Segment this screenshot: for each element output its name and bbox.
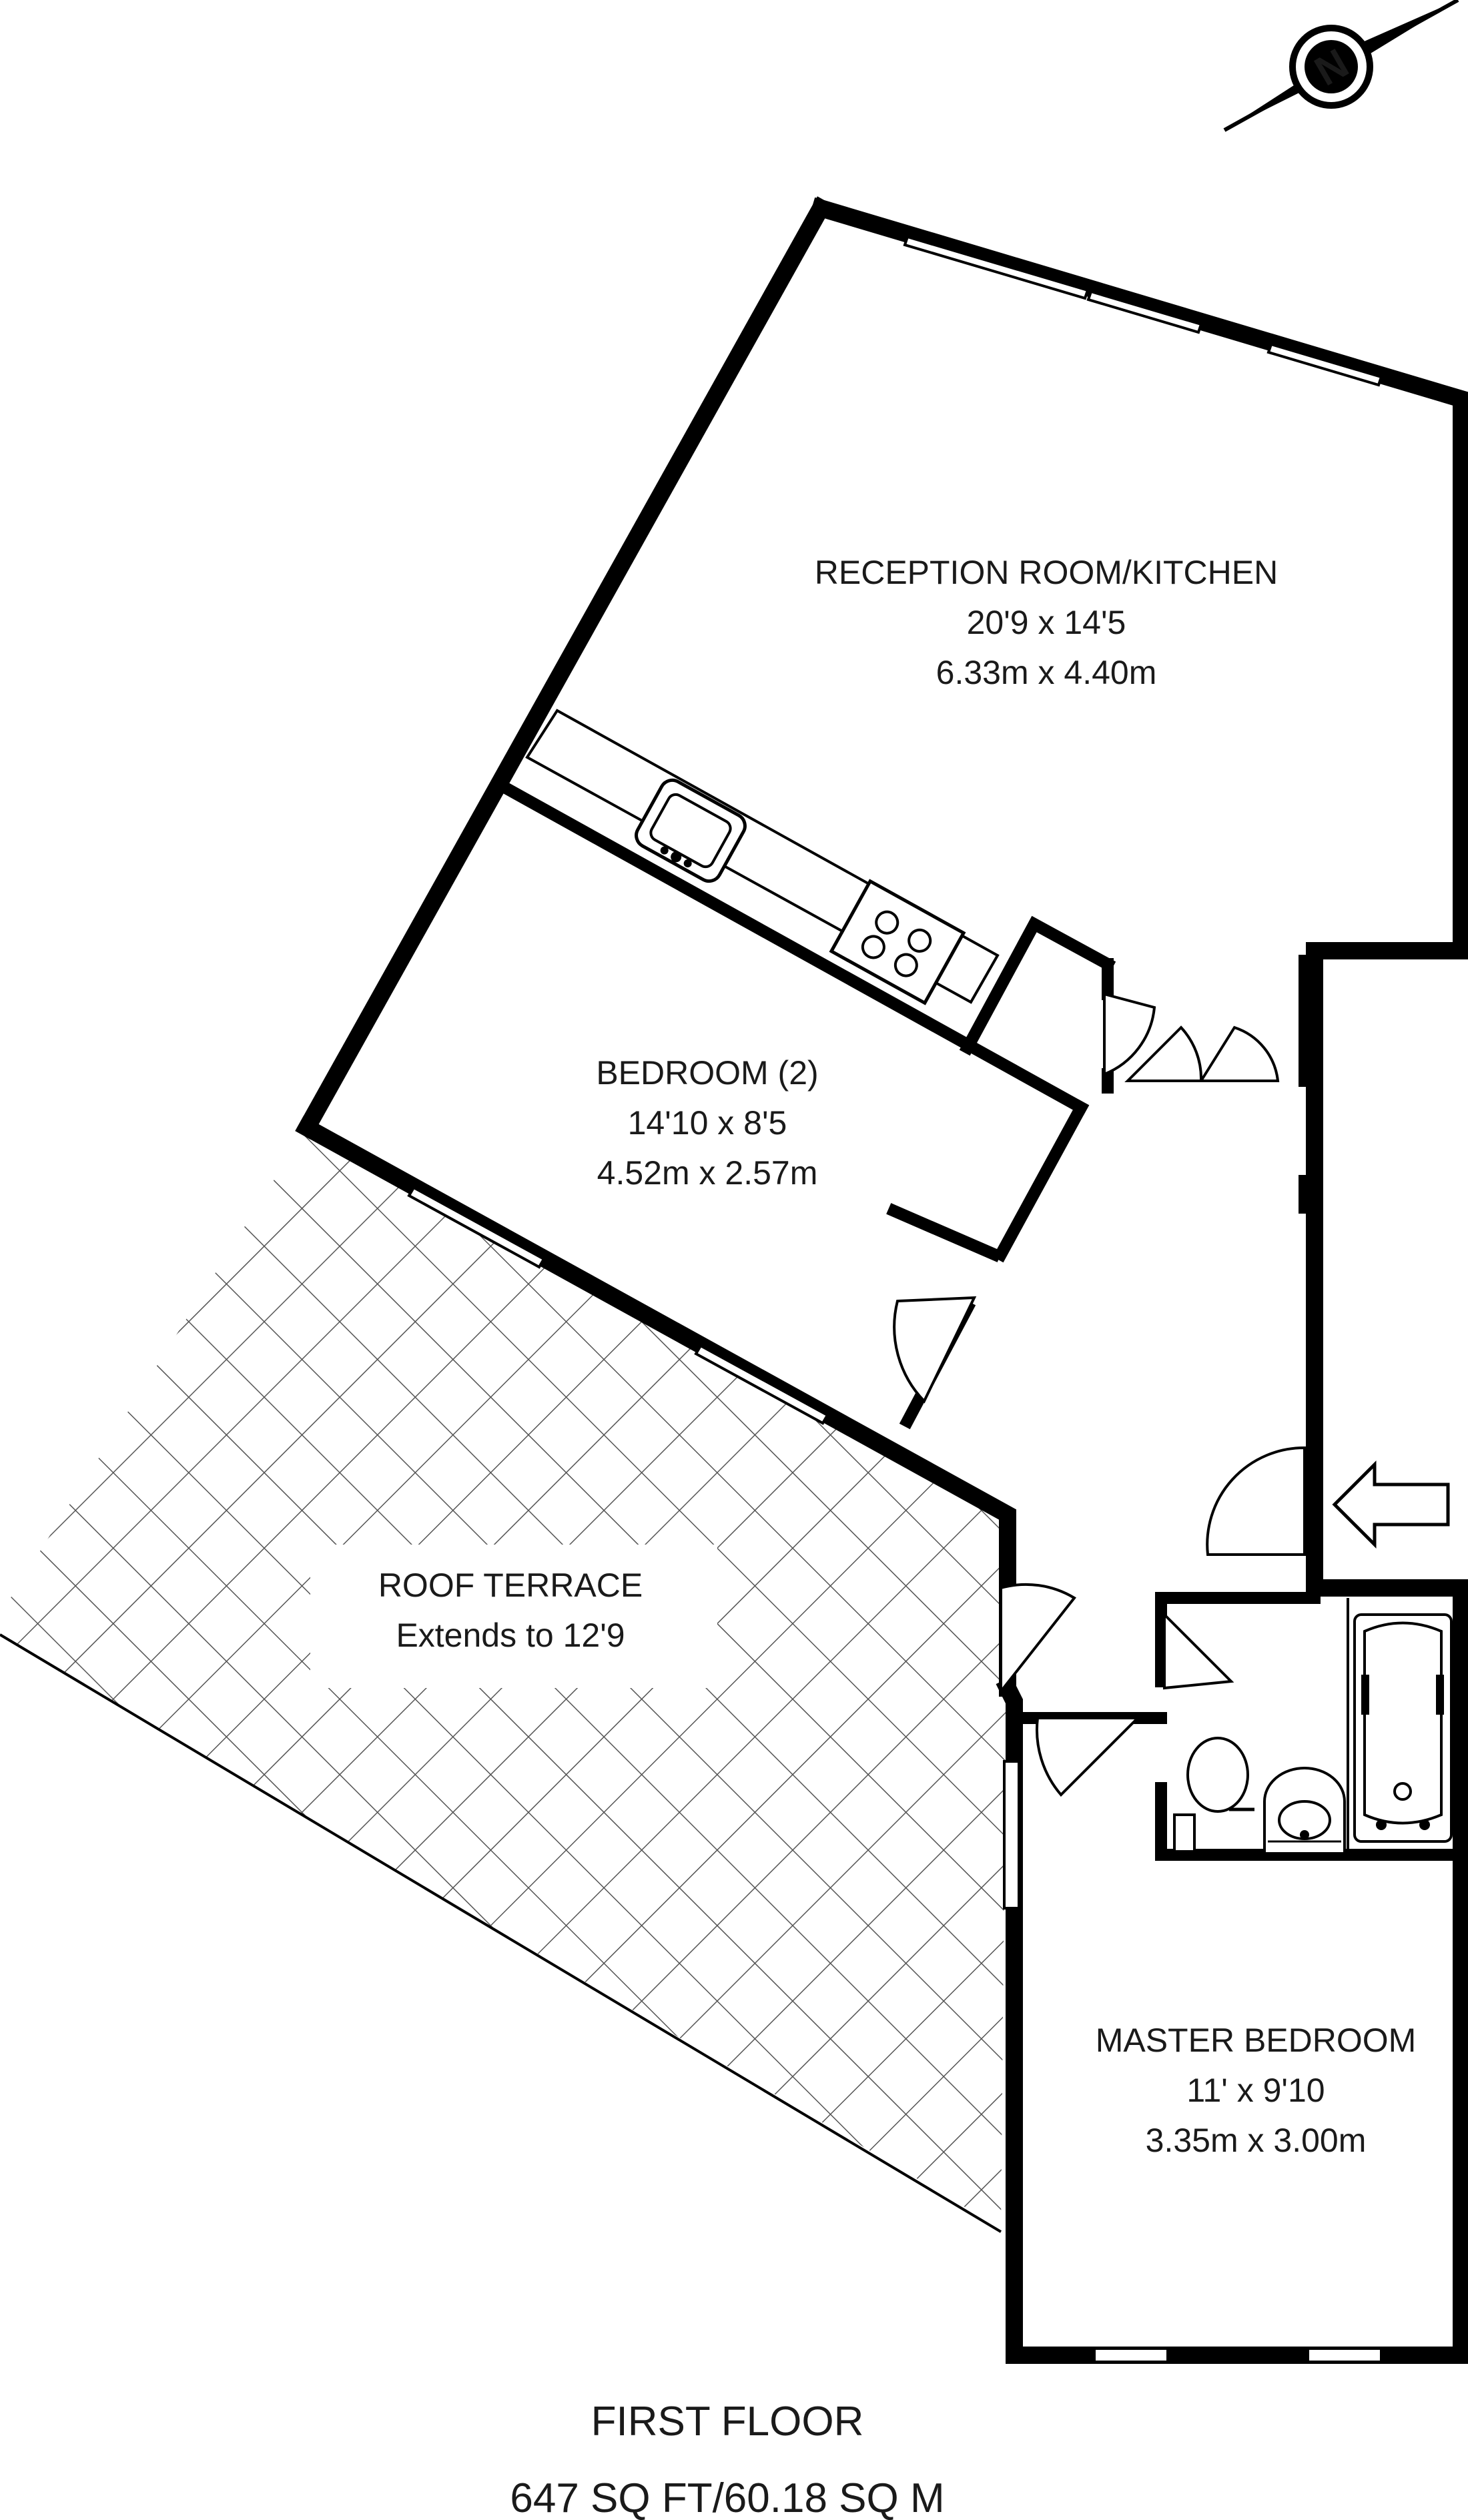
room-imperial: 11' x 9'10 — [1186, 2072, 1325, 2109]
outer-walls — [295, 196, 1468, 2364]
sink-icon — [635, 778, 747, 883]
terrace-label-bg — [310, 1545, 717, 1688]
doors — [893, 992, 1306, 1797]
bath-icon — [1353, 1613, 1453, 1843]
windows-top — [903, 235, 1383, 387]
label-bedroom2: BEDROOM (2) 14'10 x 8'5 4.52m x 2.57m — [596, 1054, 818, 1192]
door — [1198, 1025, 1280, 1082]
basin-icon — [1263, 1767, 1346, 1855]
compass-icon: N — [1223, 0, 1459, 132]
entrance-arrow-icon — [1332, 1460, 1450, 1549]
footer: FIRST FLOOR 647 SQ FT/60.18 SQ M — [510, 2399, 944, 2520]
label-reception: RECEPTION ROOM/KITCHEN 20'9 x 14'5 6.33m… — [815, 554, 1278, 691]
toilet-icon — [1173, 1737, 1254, 1853]
window — [1086, 290, 1203, 334]
bathroom-door — [1163, 1611, 1234, 1690]
door — [1103, 992, 1156, 1076]
terrace-note: Extends to 12'9 — [396, 1617, 625, 1654]
label-master: MASTER BEDROOM 11' x 9'10 3.35m x 3.00m — [1096, 2022, 1417, 2159]
windows-bedroom2 — [407, 1186, 829, 1425]
window — [1003, 1760, 1020, 1910]
front-door — [1206, 1446, 1306, 1556]
roof-terrace — [0, 1128, 1008, 2233]
room-metric: 4.52m x 2.57m — [597, 1154, 818, 1192]
window — [903, 235, 1090, 300]
window — [1093, 2347, 1169, 2363]
room-name: ROOF TERRACE — [378, 1567, 643, 1604]
room-metric: 6.33m x 4.40m — [936, 654, 1157, 691]
room-name: RECEPTION ROOM/KITCHEN — [815, 554, 1278, 591]
floor-title: FIRST FLOOR — [591, 2399, 864, 2445]
door — [1035, 1717, 1141, 1797]
window — [1307, 2347, 1383, 2363]
label-terrace: ROOF TERRACE Extends to 12'9 — [378, 1567, 643, 1654]
floor-area: 647 SQ FT/60.18 SQ M — [510, 2475, 944, 2520]
door — [893, 1296, 977, 1404]
room-imperial: 20'9 x 14'5 — [967, 604, 1126, 641]
room-imperial: 14'10 x 8'5 — [628, 1104, 787, 1142]
room-name: MASTER BEDROOM — [1096, 2022, 1417, 2059]
window — [694, 1344, 829, 1425]
room-metric: 3.35m x 3.00m — [1146, 2122, 1367, 2159]
kitchen-counter — [525, 709, 1000, 1005]
terrace-door — [1000, 1583, 1076, 1695]
hob-icon — [829, 879, 966, 1005]
room-name: BEDROOM (2) — [596, 1054, 818, 1092]
window — [1266, 342, 1383, 387]
bathroom-fixtures — [1173, 1613, 1453, 1855]
window — [407, 1186, 546, 1269]
